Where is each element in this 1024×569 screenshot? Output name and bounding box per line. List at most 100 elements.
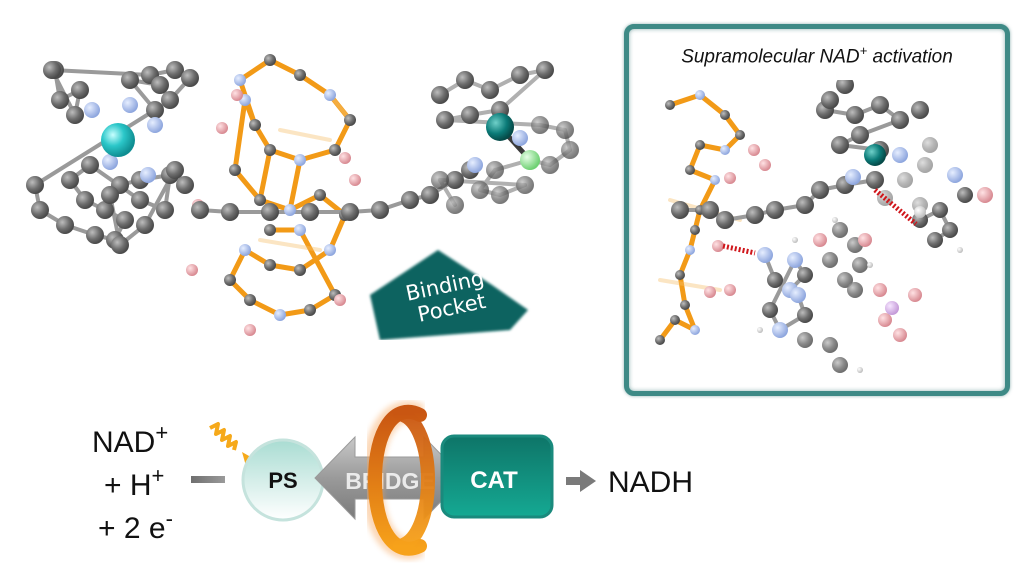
carbon-atom [121,71,139,89]
carbon-atom [26,176,44,194]
macrocycle-ring-front [393,407,436,553]
carbon-atom [81,156,99,174]
hydrogen-atom [792,237,798,243]
oxygen-atom [339,152,351,164]
carbon-atom [229,164,241,176]
bond [677,272,688,308]
carbon-atom [244,294,256,306]
oxygen-atom [244,324,256,336]
carbon-atom [101,186,119,204]
carbon-atom [341,203,359,221]
carbon-atom [264,224,276,236]
bond [232,97,248,173]
carbon-atom [431,86,449,104]
product-arrow-head [580,470,596,492]
carbon-atom [136,216,154,234]
carbon-atom [294,69,306,81]
carbon-atom [56,216,74,234]
oxygen-atom [873,283,887,297]
carbon-atom [871,96,889,114]
hydrogen-atom [957,247,963,253]
carbon-atom [821,91,839,109]
carbon-atom [294,264,306,276]
light-wave-icon [209,422,238,451]
reaction-scheme: NAD+ + H+ + 2 e- PS CAT BRIDGE NADH [92,400,693,560]
carbon-atom [832,357,848,373]
nitrogen-atom [685,245,695,255]
inset-title-sup: + [859,43,868,58]
nitrogen-atom [294,224,306,236]
hydrogen-bond-2 [873,188,918,226]
oxygen-atom [908,288,922,302]
carbon-atom [671,201,689,219]
bond [498,68,547,112]
bond [237,57,273,83]
carbon-atom [957,187,973,203]
carbon-atom [851,126,869,144]
oxygen-atom [231,89,243,101]
carbon-atom [51,91,69,109]
bond [297,227,338,298]
carbon-atom [181,69,199,87]
carbon-atom [261,203,279,221]
carbon-atom [151,76,169,94]
carbon-atom [264,54,276,66]
carbon-atom [695,140,705,150]
nitrogen-atom [239,244,251,256]
carbon-atom [249,119,261,131]
connector-dash [191,476,225,483]
carbon-atom [371,201,389,219]
oxygen-atom [813,233,827,247]
nitrogen-atom [710,175,720,185]
carbon-atom [116,211,134,229]
carbon-atom [831,136,849,154]
nitrogen-atom [102,154,118,170]
carbon-atom [762,302,778,318]
carbon-atom [847,282,863,298]
carbon-atom [176,176,194,194]
product-arrow-shaft [566,477,582,485]
oxygen-atom [186,264,198,276]
carbon-atom [891,111,909,129]
nitrogen-atom [772,322,788,338]
cat-box [440,434,554,519]
nitrogen-atom [294,154,306,166]
carbon-atom [86,226,104,244]
carbon-atom [655,335,665,345]
reactant-electrons: + 2 e- [98,506,173,545]
carbon-atom [301,203,319,221]
carbon-atom [911,101,929,119]
carbon-atom [61,171,79,189]
bond [287,157,303,213]
inset-title-rest: activation [867,46,953,68]
molecule-main-structure [26,54,579,336]
carbon-atom [837,272,853,288]
cat-label: CAT [470,467,518,494]
carbon-atom [541,156,559,174]
carbon-atom [344,114,356,126]
carbon-atom [221,203,239,221]
carbon-atom [516,176,534,194]
carbon-atom [670,315,680,325]
carbon-atom [461,106,479,124]
carbon-atom [156,201,174,219]
reactant-nad: NAD+ [92,420,168,459]
carbon-atom [836,80,854,94]
hydrogen-atom [757,327,763,333]
carbon-atom [897,172,913,188]
bond [768,258,797,312]
carbon-atom [43,61,61,79]
oxygen-atom [977,187,993,203]
carbon-atom [932,202,948,218]
product-nadh: NADH [608,466,693,499]
carbon-atom [536,61,554,79]
carbon-atom [401,191,419,209]
bond [667,92,703,108]
carbon-atom [166,61,184,79]
carbon-atom [131,191,149,209]
bond [697,92,728,118]
bond [297,72,333,98]
carbon-atom [446,171,464,189]
carbon-atom [264,259,276,271]
nitrogen-atom [787,252,803,268]
